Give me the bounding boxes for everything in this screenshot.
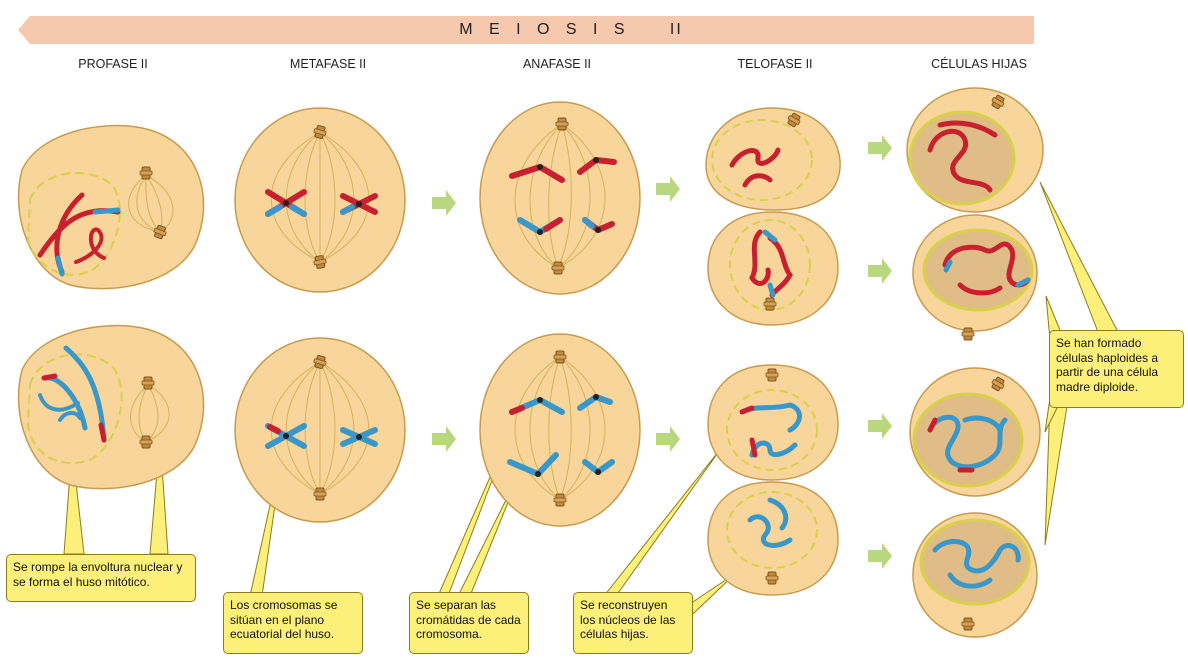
banner-shape xyxy=(18,16,1034,44)
cell-hija-3 xyxy=(909,367,1041,497)
cell-hija-2 xyxy=(912,214,1038,341)
cell-hija-1 xyxy=(906,87,1044,213)
cell-anafase-top xyxy=(479,101,641,295)
phase-label-celulas-hijas: CÉLULAS HIJAS xyxy=(931,57,1027,71)
cell-metafase-top xyxy=(234,107,406,293)
callout-profase: Se rompe la envoltura nuclear y se forma… xyxy=(6,554,196,602)
cell-metafase-bottom xyxy=(234,337,406,523)
banner-title: M E I O S I S II xyxy=(459,21,683,38)
callout-metafase: Los cromosomas se sitúan en el plano ecu… xyxy=(223,592,363,654)
cell-anafase-bottom xyxy=(479,333,641,527)
callout-telofase: Se reconstruyen los núcleos de las célul… xyxy=(573,592,693,654)
cell-telofase-bottom xyxy=(707,364,839,596)
meiosis-banner: M E I O S I S II xyxy=(18,16,1034,44)
cell-profase-bottom xyxy=(17,324,205,490)
progress-arrows xyxy=(432,135,892,569)
callout-anafase: Se separan las cromátidas de cada cromos… xyxy=(409,592,529,654)
cell-hija-4 xyxy=(912,512,1038,638)
phase-label-anafase: ANAFASE II xyxy=(522,57,592,71)
callout-celulas-hijas: Se han formado células haploides a parti… xyxy=(1049,330,1184,408)
cell-telofase-top xyxy=(705,107,841,326)
phase-label-profase: PROFASE II xyxy=(78,57,148,71)
cell-profase-top xyxy=(17,124,205,290)
phase-label-metafase: METAFASE II xyxy=(289,57,367,71)
phase-label-telofase: TELOFASE II xyxy=(737,57,813,71)
